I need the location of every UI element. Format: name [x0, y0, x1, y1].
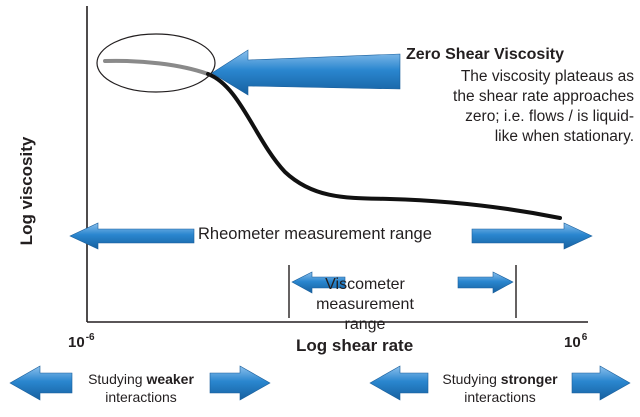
weaker-interactions-arrows: [9, 365, 271, 401]
zero-shear-line: The viscosity plateaus as: [460, 68, 634, 85]
rheometer-range-label: Rheometer measurement range: [198, 225, 432, 243]
zero-shear-line: zero; i.e. flows / is liquid-: [465, 108, 634, 125]
zero-shear-description: The viscosity plateaus as the shear rate…: [404, 67, 634, 147]
x-axis-label: Log shear rate: [296, 336, 414, 355]
zero-shear-title: Zero Shear Viscosity: [406, 46, 564, 63]
y-axis-label: Log viscosity: [17, 136, 36, 246]
curve-plateau: [103, 58, 210, 76]
zero-shear-line: the shear rate approaches: [453, 88, 634, 105]
zero-shear-line: like when stationary.: [494, 128, 634, 145]
rheometer-double-arrow: [69, 222, 593, 250]
stronger-interactions-label: Studying stronger interactions: [442, 371, 558, 405]
plateau-highlight-ellipse: [96, 33, 216, 93]
stronger-interactions-arrows: [369, 365, 631, 401]
curve-main: [206, 72, 562, 220]
weaker-emphasis: weaker: [146, 371, 194, 387]
viscometer-range-label: Viscometer measurement range: [300, 275, 430, 335]
viscometer-line: Viscometer: [325, 276, 405, 293]
viscometer-double-arrow: [291, 271, 514, 294]
x-max-tick-label: 106: [564, 332, 588, 351]
weaker-interactions-label: Studying weaker interactions: [88, 371, 194, 405]
stronger-emphasis: stronger: [500, 371, 558, 387]
viscometer-line: measurement range: [316, 296, 414, 333]
x-min-tick-label: 10-6: [68, 332, 95, 351]
zero-shear-pointer-arrow: [211, 49, 401, 96]
